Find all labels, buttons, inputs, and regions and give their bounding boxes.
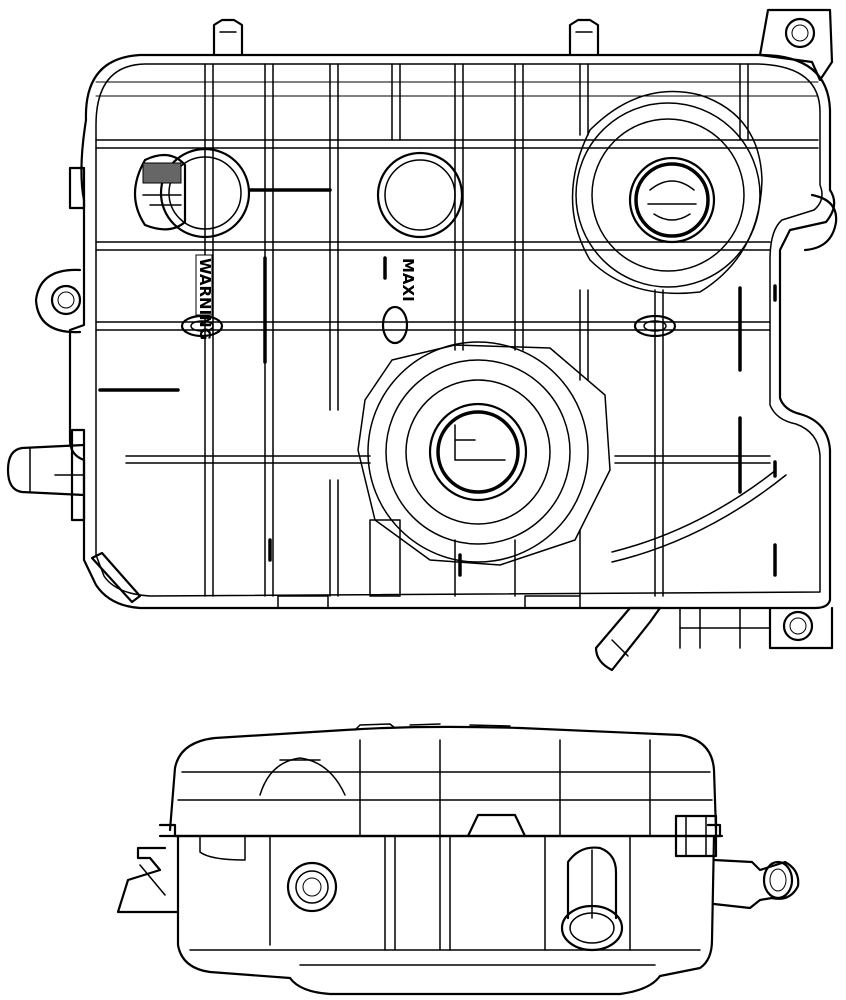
slotted-ribs — [263, 256, 777, 577]
warning-label: WARNING — [195, 254, 214, 340]
side-flange-notch — [466, 813, 527, 838]
bottom-tabs — [277, 519, 581, 609]
right-bulge — [803, 193, 838, 252]
side-recess — [199, 835, 246, 861]
tank-top-view: WARNING MAXI — [6, 8, 838, 672]
outlet-pipe-left — [6, 428, 86, 522]
tank-side-view — [116, 723, 800, 996]
side-port-right — [560, 846, 624, 952]
main-filler-neck — [357, 341, 611, 566]
left-port — [134, 147, 251, 239]
corner-fin-left — [90, 551, 142, 604]
side-clip-right — [674, 814, 718, 858]
left-side-bracket — [34, 166, 86, 334]
mount-top-right — [758, 8, 834, 82]
side-hose-right — [712, 858, 800, 910]
oval-bosses — [180, 305, 677, 345]
side-dome — [259, 757, 346, 796]
side-port-left — [286, 861, 338, 913]
maxi-emboss: MAXI — [399, 258, 417, 302]
center-port — [376, 151, 464, 239]
diagonal-pipe-right — [611, 469, 787, 563]
mount-bottom-right — [679, 606, 834, 650]
hose-outlet-bottom — [594, 606, 662, 672]
tank-inner-outline — [95, 63, 823, 597]
side-bracket-left — [116, 846, 180, 914]
side-vertical-ribs — [269, 739, 651, 951]
side-top-detail — [354, 723, 511, 731]
pressure-cap — [571, 90, 763, 295]
top-clips — [212, 18, 600, 57]
side-lower-body — [176, 834, 716, 996]
side-upper-body — [168, 725, 718, 832]
vertical-ribs — [204, 63, 749, 597]
warning-text: WARNING — [196, 258, 214, 340]
